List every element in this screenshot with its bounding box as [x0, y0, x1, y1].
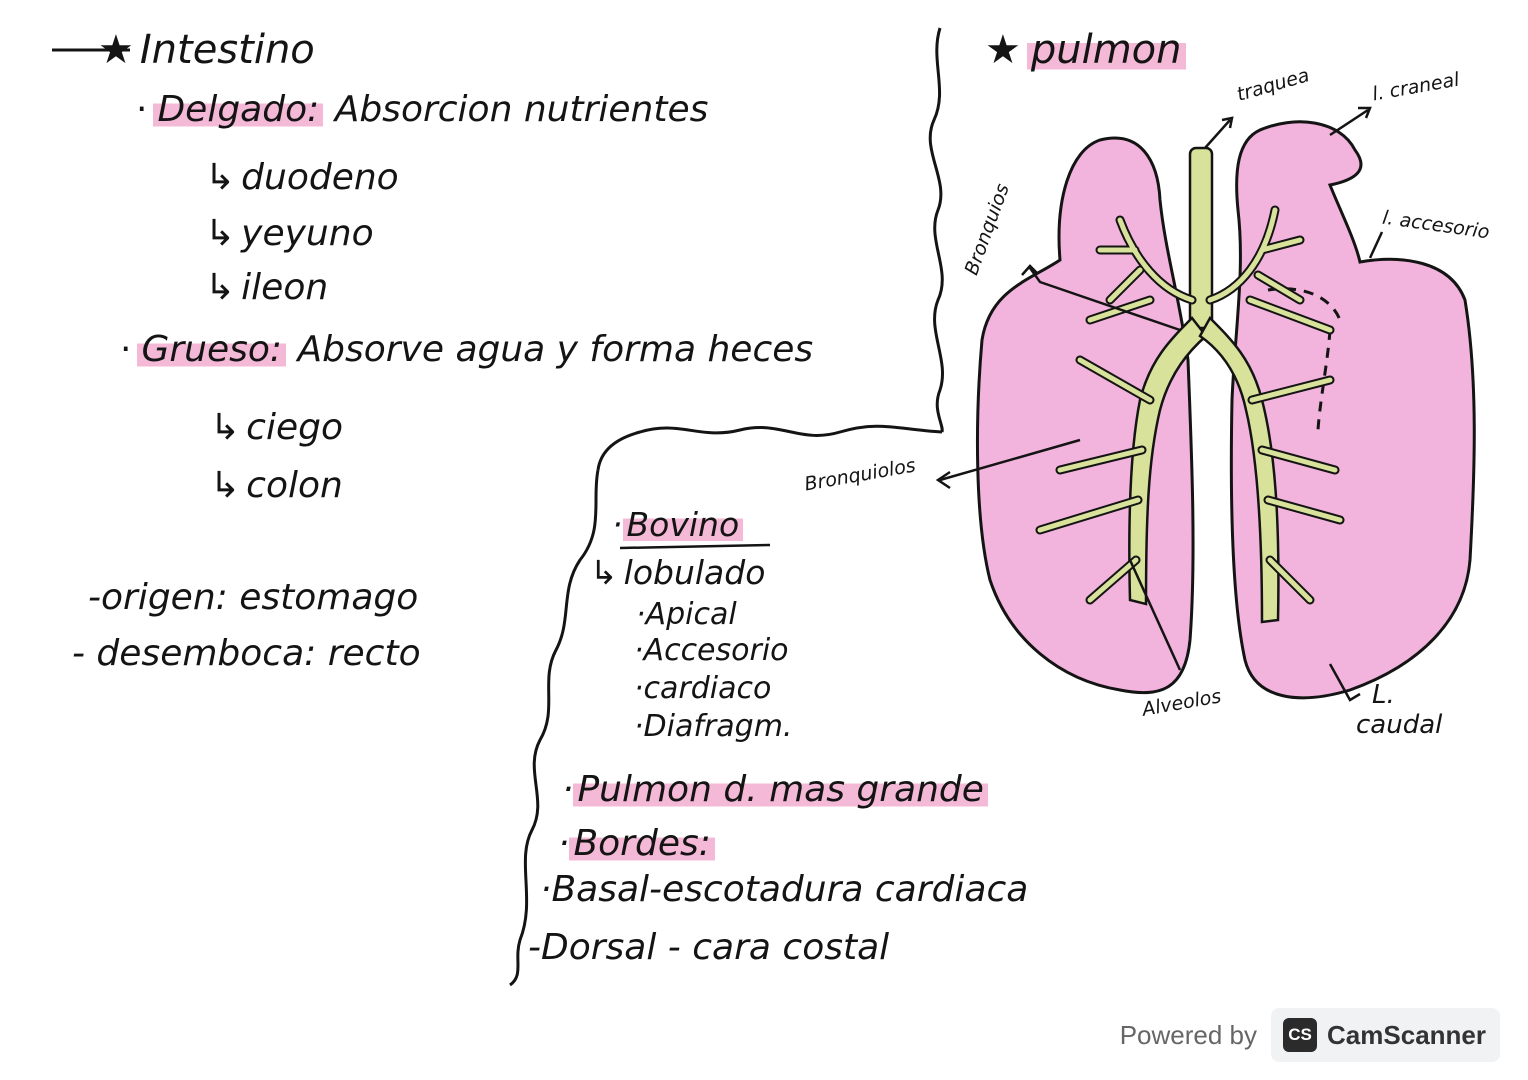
bovino-title: ·Bovino — [612, 505, 744, 544]
borde-dorsal-text: Dorsal - cara costal — [541, 927, 890, 968]
grueso-part-text: colon — [246, 465, 343, 506]
delgado-part-text: duodeno — [241, 157, 399, 198]
delgado-part-3: ↳ileon — [205, 270, 328, 306]
delgado-part-text: ileon — [241, 267, 329, 308]
divider-horizontal — [596, 424, 943, 471]
powered-by-text: Powered by — [1119, 1019, 1258, 1050]
turn-arrow-icon: ↳ — [590, 553, 618, 592]
divider-vertical — [928, 27, 945, 433]
grueso-desc: Absorve agua y forma heces — [297, 329, 814, 370]
pulmon-title: ★pulmon — [985, 27, 1186, 73]
bronquiolos-pointer — [935, 438, 1081, 490]
delgado-label: Delgado: — [153, 89, 324, 130]
turn-arrow-icon: ↳ — [205, 213, 236, 254]
delgado-line: ·Delgado: Absorcion nutrientes — [136, 89, 709, 130]
intestino-title-text: Intestino — [139, 27, 315, 73]
camscanner-brand: CamScanner — [1327, 1019, 1486, 1050]
desemboca-line: - desemboca: recto — [72, 633, 421, 674]
turn-arrow-icon: ↳ — [210, 465, 241, 506]
borde-basal-text: Basal-escotadura cardiaca — [551, 869, 1029, 910]
star-icon: ★ — [985, 27, 1021, 73]
lobulado-text: lobulado — [623, 553, 766, 592]
label-pointers — [619, 106, 1384, 702]
pulmon-d-line: ·Pulmon d. mas grande — [562, 769, 988, 810]
divider-lower — [509, 469, 600, 987]
grueso-line: ·Grueso: Absorve agua y forma heces — [120, 329, 814, 370]
delgado-part-text: yeyuno — [241, 213, 374, 254]
lobulo-text: cardiaco — [643, 671, 772, 706]
grueso-part-2: ↳colon — [210, 468, 343, 504]
grueso-part-text: ciego — [246, 407, 343, 448]
bronchi-branches-fill — [1037, 207, 1343, 603]
turn-arrow-icon: ↳ — [205, 267, 236, 308]
bovino-title-text: Bovino — [622, 505, 744, 544]
lobulado-line: ↳lobulado — [590, 556, 765, 589]
origen-line: -origen: estomago — [88, 577, 419, 618]
delgado-desc: Absorcion nutrientes — [334, 89, 709, 130]
bordes-line: ·Bordes: — [558, 823, 715, 864]
borde-dorsal: -Dorsal - cara costal — [528, 927, 890, 968]
lobulo-text: Apical — [645, 597, 737, 632]
bordes-title: Bordes: — [569, 823, 715, 864]
lobulo-text: Accesorio — [643, 633, 789, 668]
label-caudal-1: L. — [1372, 680, 1395, 710]
left-lung — [976, 136, 1195, 695]
lobulo-item: ·Accesorio — [634, 633, 789, 668]
left-main-bronchus — [1128, 316, 1208, 606]
delgado-part-2: ↳yeyuno — [205, 216, 374, 252]
intestino-title: ★Intestino — [98, 30, 315, 70]
lobulo-text: Diafragm. — [643, 709, 793, 744]
alveolos-pointer — [1128, 559, 1182, 671]
traquea-pointer — [1204, 116, 1234, 149]
pulmon-title-text: pulmon — [1026, 27, 1186, 73]
grueso-part-1: ↳ciego — [210, 410, 343, 446]
camscanner-logo-icon: CS — [1283, 1018, 1318, 1052]
delgado-part-1: ↳duodeno — [205, 160, 399, 196]
bovino-underline — [619, 543, 771, 550]
bronquios-pointer — [1021, 264, 1181, 332]
lobulo-item: ·cardiaco — [634, 671, 772, 706]
borde-basal: ·Basal-escotadura cardiaca — [540, 869, 1029, 910]
star-icon: ★ — [98, 27, 134, 73]
turn-arrow-icon: ↳ — [210, 407, 241, 448]
camscanner-watermark: Powered by CS CamScanner — [1120, 1008, 1500, 1062]
lobulo-item: ·Diafragm. — [634, 709, 793, 744]
pulmon-d-text: Pulmon d. mas grande — [573, 769, 988, 810]
craneal-pointer — [1329, 106, 1372, 137]
turn-arrow-icon: ↳ — [205, 157, 236, 198]
lobulo-item: ·Apical — [636, 597, 737, 632]
grueso-label: Grueso: — [137, 329, 287, 370]
accesorio-pointer — [1368, 231, 1384, 259]
caudal-pointer — [1328, 663, 1361, 702]
label-caudal-2: caudal — [1356, 710, 1443, 740]
camscanner-badge: CS CamScanner — [1271, 1008, 1500, 1062]
